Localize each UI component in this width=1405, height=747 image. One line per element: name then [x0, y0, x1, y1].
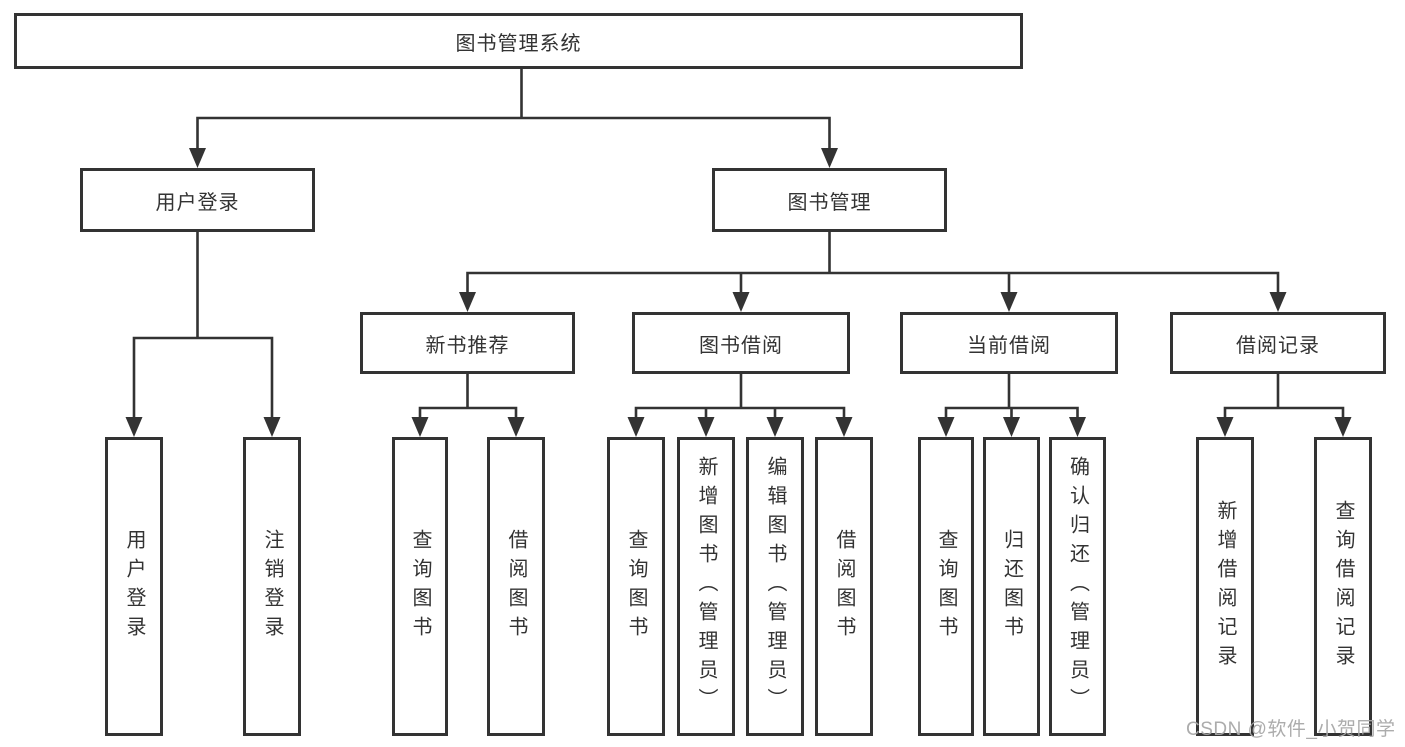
node-book-management: 图书管理 [712, 168, 947, 232]
node-new-book-recommend: 新书推荐 [360, 312, 575, 374]
node-root: 图书管理系统 [14, 13, 1023, 69]
leaf-query-books-current: 查询图书 [918, 437, 974, 736]
connector-current-children [937, 374, 1086, 437]
connector-records-children [1216, 374, 1352, 437]
connector-newbook-children [411, 374, 525, 437]
leaf-query-books-recommend: 查询图书 [392, 437, 448, 736]
node-borrow-records: 借阅记录 [1170, 312, 1386, 374]
csdn-watermark: CSDN @软件_小贺同学 [1186, 719, 1396, 740]
leaf-add-borrow-record: 新增借阅记录 [1196, 437, 1254, 736]
leaf-edit-book-admin: 编辑图书（管理员） [746, 437, 804, 736]
leaf-add-book-admin: 新增图书（管理员） [677, 437, 735, 736]
leaf-user-login: 用户登录 [105, 437, 163, 736]
node-current-borrow: 当前借阅 [900, 312, 1118, 374]
connector-login-children [125, 232, 281, 437]
leaf-confirm-return-admin: 确认归还（管理员） [1049, 437, 1106, 736]
leaf-query-borrow-record: 查询借阅记录 [1314, 437, 1372, 736]
leaf-return-books: 归还图书 [983, 437, 1040, 736]
leaf-query-books-borrow: 查询图书 [607, 437, 665, 736]
node-book-borrow: 图书借阅 [632, 312, 850, 374]
leaf-borrow-books: 借阅图书 [815, 437, 873, 736]
leaf-logout: 注销登录 [243, 437, 301, 736]
node-user-login: 用户登录 [80, 168, 315, 232]
connector-mgmt-to-level3 [459, 232, 1287, 312]
connector-borrow-children [627, 374, 853, 437]
leaf-borrow-books-recommend: 借阅图书 [487, 437, 545, 736]
connector-root-to-level2 [189, 67, 838, 168]
